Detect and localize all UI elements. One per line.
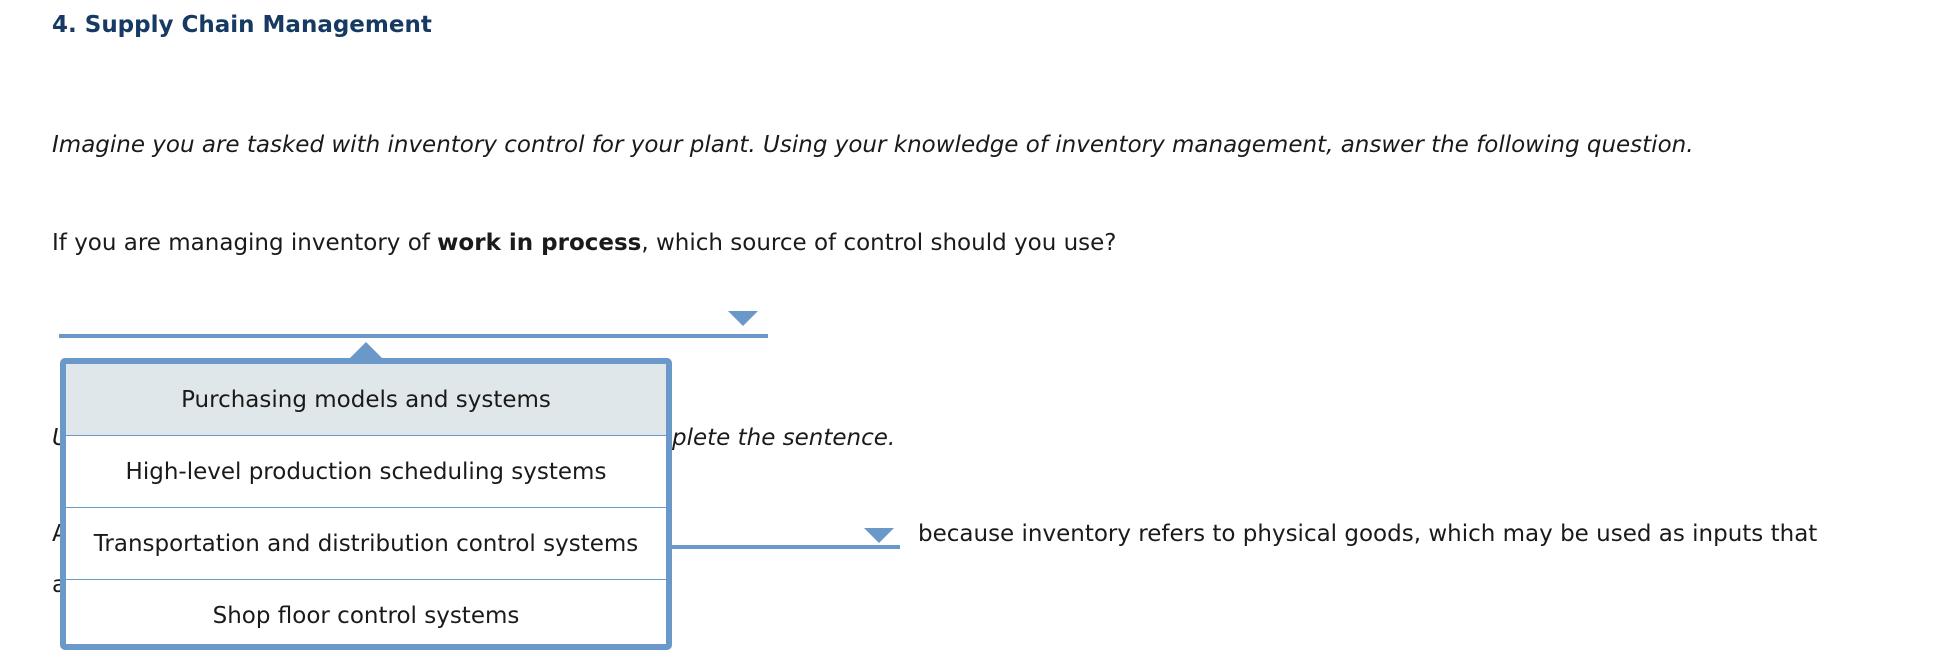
dropdown-options-popup: Purchasing models and systems High-level… [60, 358, 672, 650]
chevron-down-icon[interactable] [728, 311, 758, 326]
popup-caret [350, 342, 382, 358]
question-after: , which source of control should you use… [641, 230, 1117, 256]
chevron-down-icon[interactable] [864, 528, 894, 543]
question-bold: work in process [437, 230, 642, 256]
second-instruction: Uplete the sentence. [52, 425, 895, 451]
sentence-rest: because inventory refers to physical goo… [918, 521, 1818, 547]
question-title: 4. Supply Chain Management [52, 12, 432, 38]
second-instruction-right: plete the sentence. [672, 425, 896, 451]
option-high-level-scheduling[interactable]: High-level production scheduling systems [66, 436, 666, 508]
option-shop-floor-control[interactable]: Shop floor control systems [212, 602, 520, 629]
source-of-control-dropdown[interactable] [59, 300, 768, 338]
sentence-dropdown[interactable] [660, 515, 900, 549]
option-transportation-distribution[interactable]: Transportation and distribution control … [66, 508, 666, 580]
question-text: If you are managing inventory of work in… [52, 230, 1117, 256]
intro-text: Imagine you are tasked with inventory co… [52, 132, 1694, 158]
question-before: If you are managing inventory of [52, 230, 438, 256]
option-purchasing-models[interactable]: Purchasing models and systems [66, 364, 666, 436]
